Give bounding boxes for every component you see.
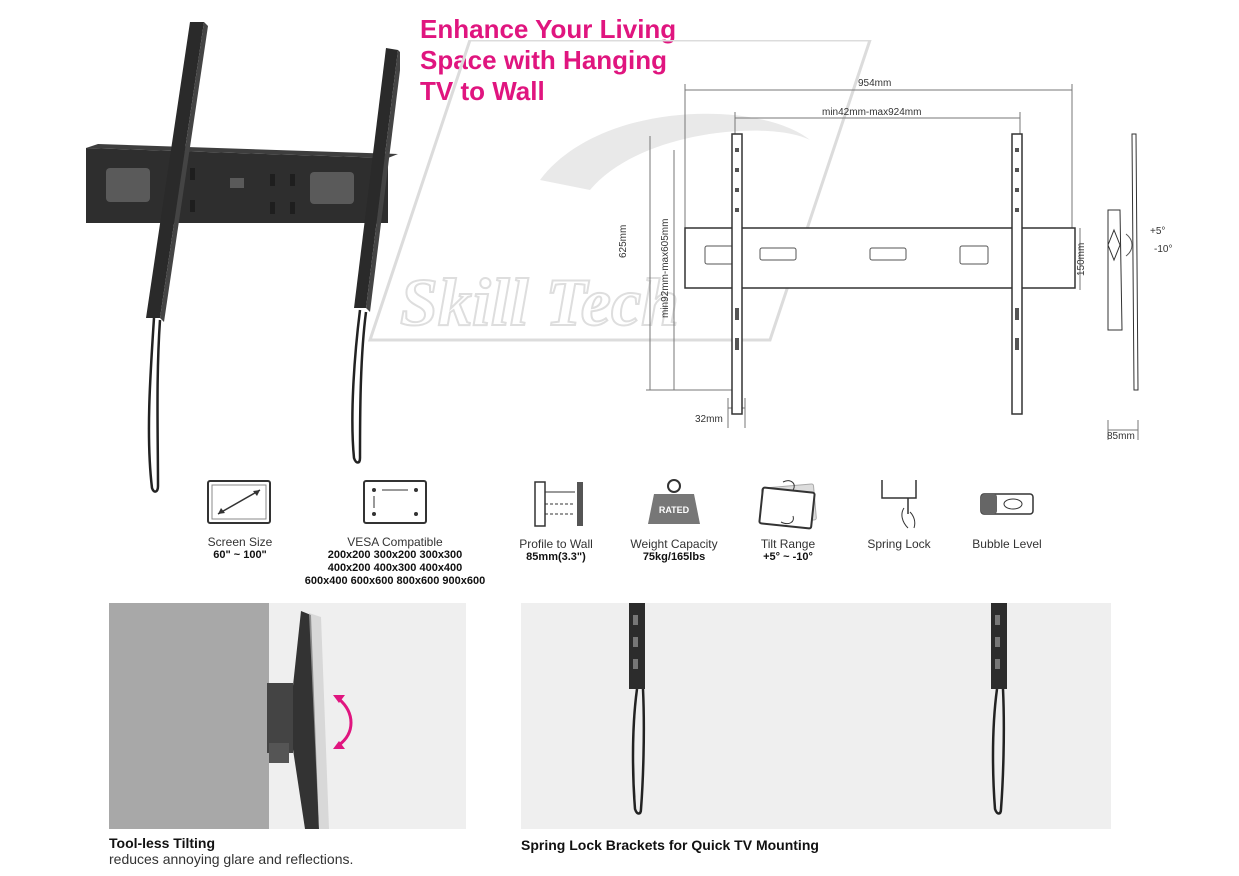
feature-value: 85mm(3.3") [526,551,586,563]
side-profile-diagram [1107,133,1139,440]
spring-lock-caption: Spring Lock Brackets for Quick TV Mounti… [521,837,819,853]
feature-label: Profile to Wall [519,537,593,551]
tilting-caption-title: Tool-less Tilting [109,835,216,851]
feature-tilt: Tilt Range +5° ~ -10° [742,478,834,564]
wall-mount-photo [86,22,400,493]
spring-lock-panel [521,603,1111,829]
dimension-diagram [646,84,1081,428]
dim-spacing: min42mm-max924mm [822,107,922,118]
watermark-text: Skill Tech [400,264,679,340]
spring-lock-icon [881,480,917,529]
spring-lock-brackets-image [629,603,1007,815]
bubble-level-icon [980,493,1034,515]
tilt-icon [758,480,817,530]
dim-vertical-range: min92mm-max605mm [660,218,671,318]
tilting-caption-subtitle: reduces annoying glare and reflections. [109,851,354,867]
feature-label: Tilt Range [760,537,816,551]
screen-size-icon [207,480,271,524]
dim-tilt-up: +5° [1150,226,1166,237]
weight-badge: RATED [659,505,690,515]
tilting-panel [109,603,466,829]
feature-value-2: 400x200 400x300 400x400 [327,562,463,574]
dim-tilt-down: -10° [1154,244,1173,255]
profile-icon [534,481,583,527]
dim-plate-height: 150mm [1076,242,1087,276]
headline-line-3: TV to Wall [420,76,545,106]
tilting-mount-image [267,611,353,829]
feature-bubble-level: Bubble Level [962,478,1052,551]
feature-label: Spring Lock [867,537,931,551]
feature-value: +5° ~ -10° [763,551,813,563]
feature-label: Screen Size [207,535,273,549]
feature-label: Weight Capacity [630,537,718,551]
weight-icon: RATED [648,479,700,524]
feature-spring-lock: Spring Lock [854,478,944,551]
feature-label: VESA Compatible [347,535,443,549]
feature-profile: Profile to Wall 85mm(3.3") [506,478,606,564]
dim-total-width: 954mm [858,78,892,89]
feature-weight: RATED Weight Capacity 75kg/165lbs [620,478,728,564]
headline-line-1: Enhance Your Living [420,14,677,44]
feature-value: 75kg/165lbs [642,551,706,563]
skill-tech-watermark: Skill Tech [367,40,872,342]
vesa-icon [363,480,427,524]
dim-bracket-width: 32mm [695,414,723,425]
headline: Enhance Your Living Space with Hanging T… [420,14,740,107]
wall-section [109,603,269,829]
dim-height: 625mm [618,224,629,258]
feature-value: 60" ~ 100" [213,549,267,561]
feature-vesa: VESA Compatible 200x200 300x200 300x300 … [290,478,500,588]
dim-profile: 85mm [1107,431,1135,442]
feature-value-1: 200x200 300x200 300x300 [327,549,463,561]
feature-screen-size: Screen Size 60" ~ 100" [190,478,290,562]
feature-value-3: 600x400 600x600 800x600 900x600 [304,575,486,587]
feature-label: Bubble Level [972,537,1042,551]
